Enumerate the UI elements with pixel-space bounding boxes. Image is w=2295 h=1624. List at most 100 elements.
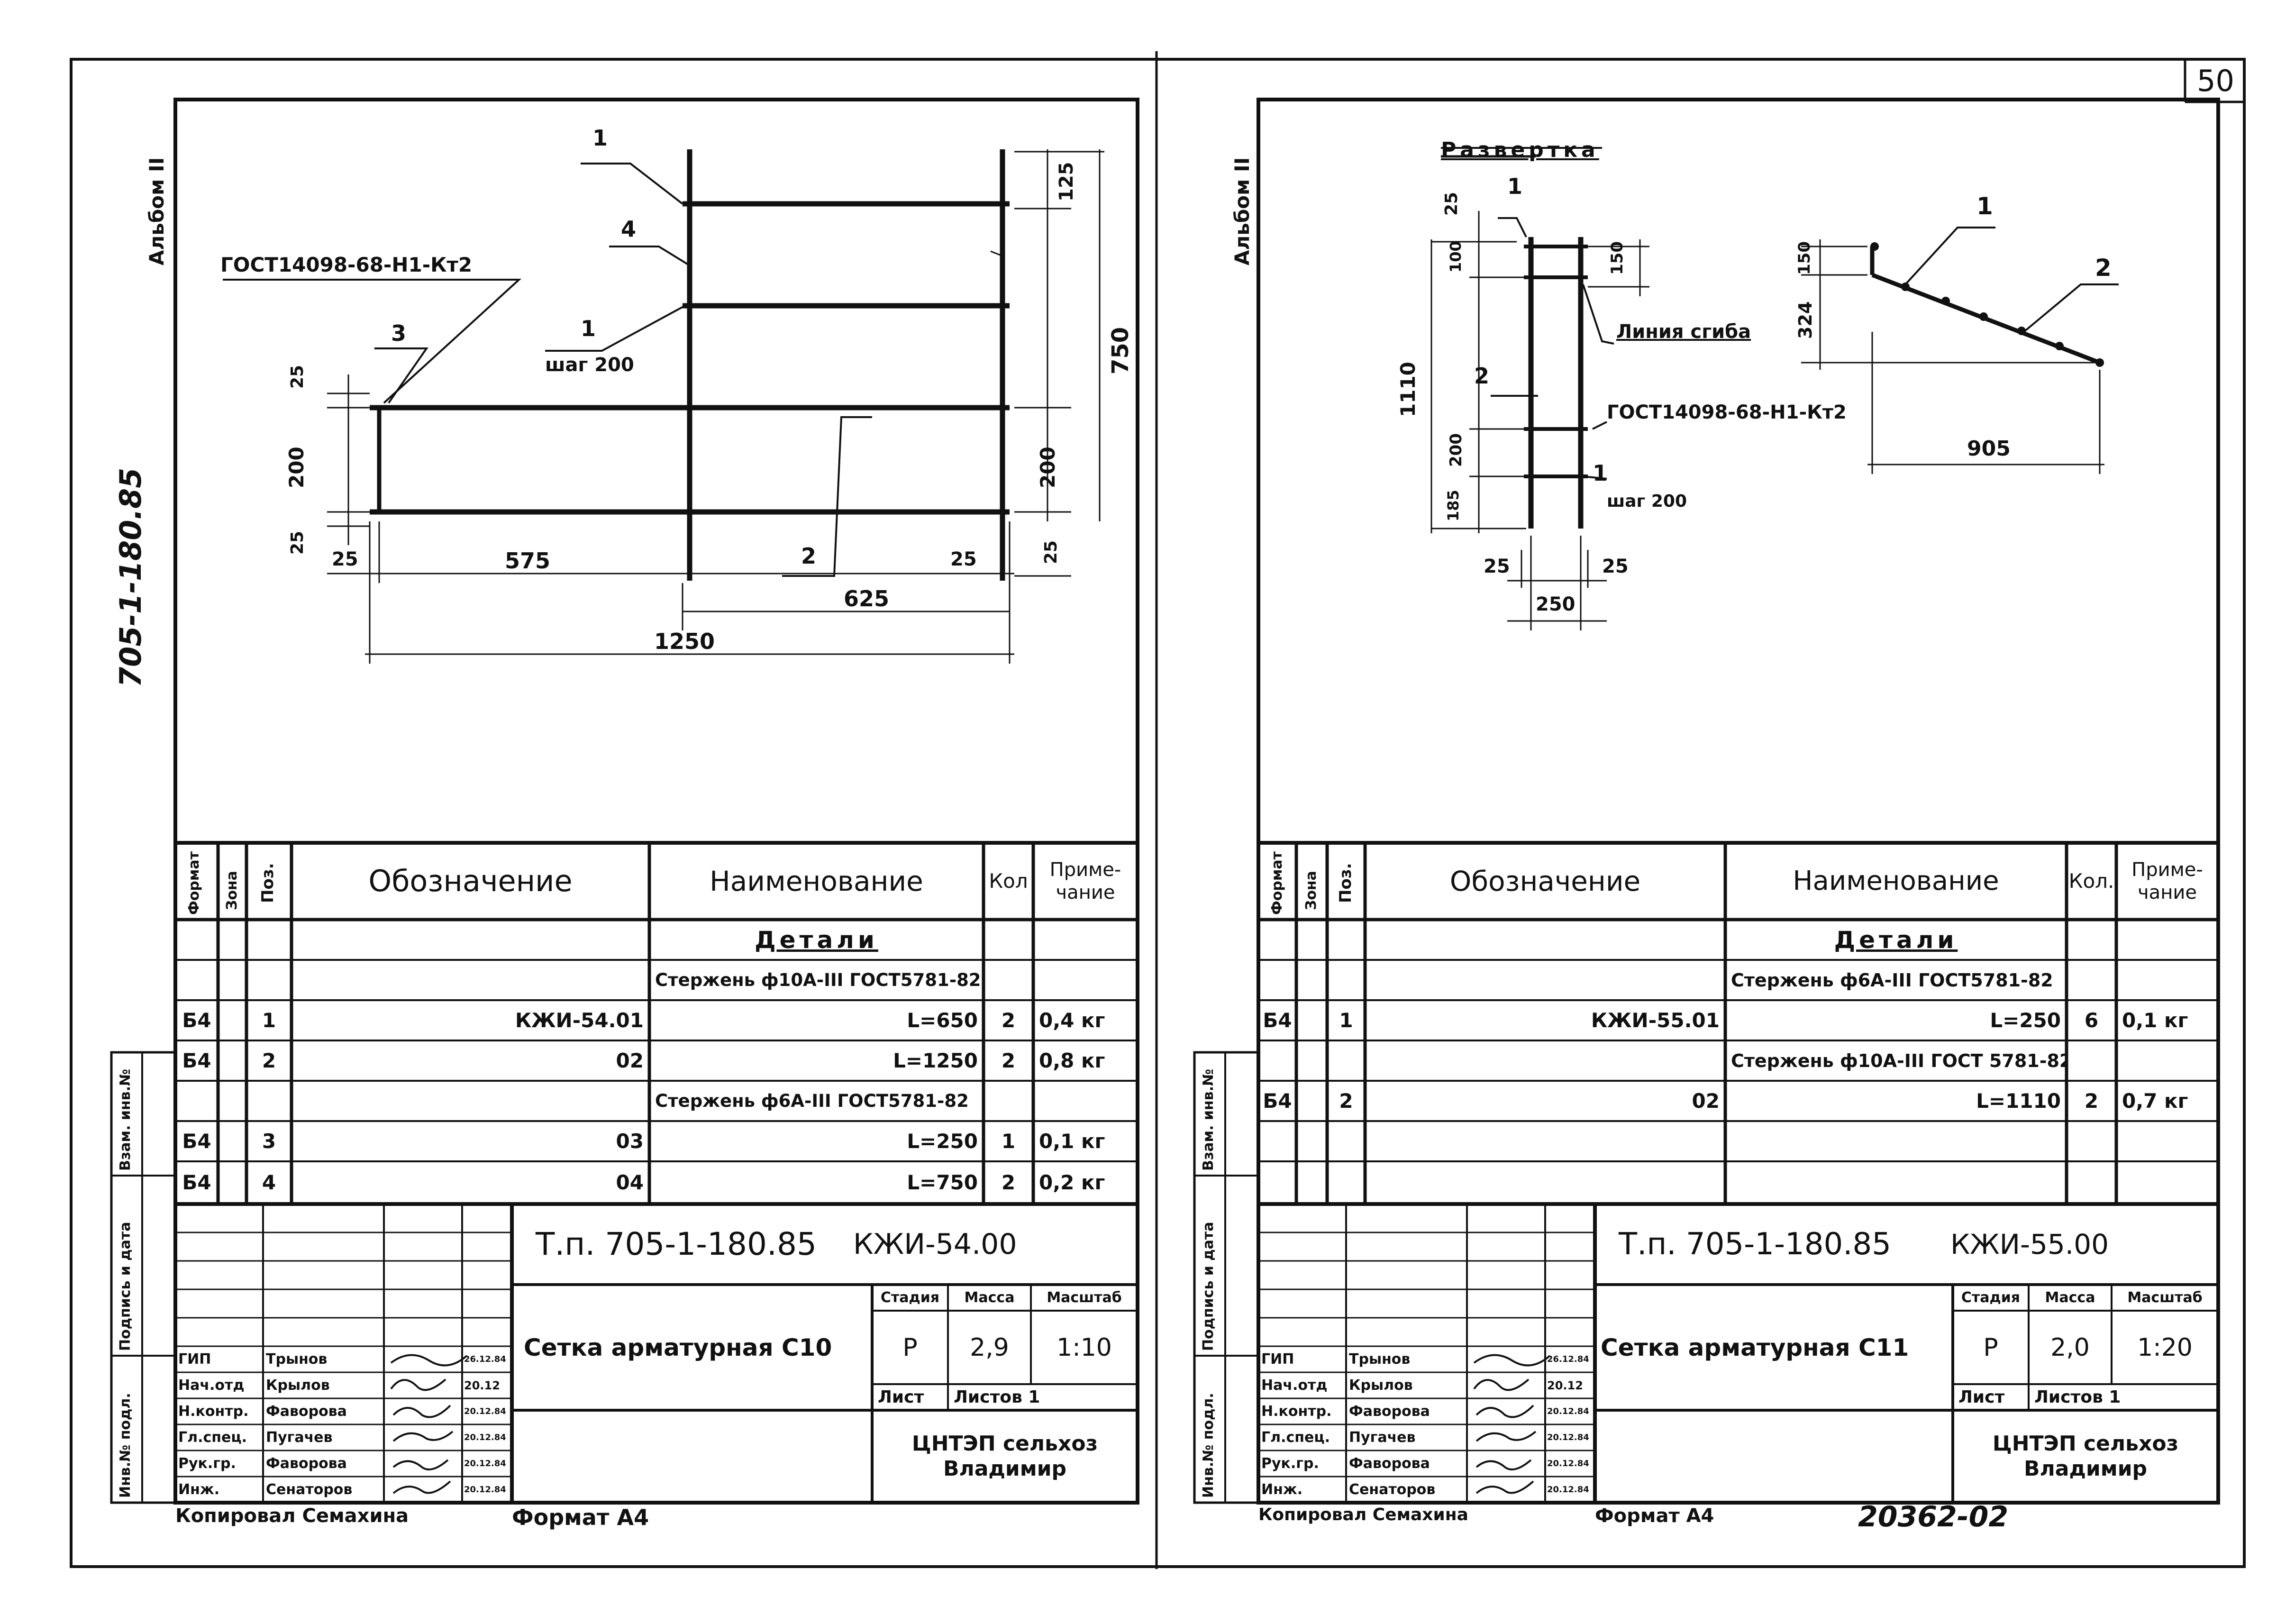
- left-signer-3-name: Фаворова: [266, 1403, 347, 1420]
- right-section-details: Детали: [1834, 926, 1958, 954]
- left-pos-3: 3: [391, 320, 407, 346]
- right-header-format: Формат: [1269, 851, 1285, 915]
- right-tb-mass: 2,0: [2050, 1333, 2090, 1362]
- right-tb-sheet-label: Лист: [1958, 1387, 2005, 1407]
- right-signer-1-date: 26.12.84: [1547, 1354, 1589, 1364]
- right-row-4-name: L=1110: [1976, 1089, 2061, 1113]
- right-row-2-name: L=250: [1990, 1008, 2061, 1032]
- right-row-4-pos: 2: [1339, 1089, 1353, 1113]
- left-header-qty: Кол: [989, 869, 1028, 893]
- left-tb-title: Сетка арматурная С10: [524, 1333, 832, 1361]
- left-row-5-qty: 1: [1001, 1129, 1016, 1153]
- right-pos-1-top: 1: [1507, 173, 1523, 199]
- left-signer-3-date: 20.12.84: [464, 1406, 506, 1416]
- left-signer-3-role: Н.контр.: [178, 1403, 249, 1420]
- left-row-5-name: L=250: [907, 1129, 978, 1153]
- right-side-label-replace: Взам. инв.№: [1200, 1068, 1217, 1171]
- left-signer-2-date: 20.12: [464, 1378, 500, 1392]
- right-row-3-name: Стержень ф10А-III ГОСТ 5781-82: [1731, 1050, 2067, 1071]
- right-pos-1-bent: 1: [1976, 192, 1993, 220]
- right-signer-1-role: ГИП: [1261, 1350, 1294, 1368]
- right-header-qty: Кол.: [2068, 869, 2114, 893]
- left-gost-label: ГОСТ14098-68-Н1-Кт2: [220, 253, 473, 276]
- right-signer-4-date: 20.12.84: [1547, 1432, 1589, 1442]
- left-row-3-pos: 2: [262, 1049, 276, 1072]
- right-header-zone: Зона: [1303, 871, 1320, 910]
- right-signer-2-date: 20.12: [1547, 1378, 1583, 1392]
- right-tb-project: Т.п. 705-1-180.85: [1619, 1227, 1891, 1262]
- right-footer-copied: Копировал Семахина: [1258, 1505, 1468, 1524]
- right-signer-2-role: Нач.отд: [1261, 1377, 1328, 1394]
- left-tb-project: Т.п. 705-1-180.85: [536, 1226, 817, 1262]
- left-footer-copied: Копировал Семахина: [175, 1505, 409, 1527]
- right-side-label-sign: Подпись и дата: [1200, 1222, 1217, 1351]
- right-tb-code: КЖИ-55.00: [1950, 1228, 2109, 1260]
- left-row-5-note: 0,1 кг: [1039, 1129, 1105, 1153]
- right-side-label-inv: Инв.№ подл.: [1200, 1393, 1217, 1498]
- right-signer-3-date: 20.12.84: [1547, 1406, 1589, 1416]
- right-dim-1110: 1110: [1396, 362, 1420, 417]
- left-section-details: Детали: [755, 926, 878, 954]
- right-bend-line-label: Линия сгиба: [1616, 321, 1751, 343]
- right-dim-150-bent: 150: [1795, 241, 1814, 275]
- left-row-6-note: 0,2 кг: [1039, 1171, 1105, 1194]
- left-dim-575: 575: [505, 548, 551, 574]
- right-tb-title: Сетка арматурная С11: [1601, 1333, 1909, 1361]
- left-tb-scale: 1:10: [1056, 1333, 1112, 1362]
- left-pos-1-top: 1: [592, 125, 608, 151]
- right-album-label: Альбом II: [1230, 157, 1254, 265]
- left-side-label-inv: Инв.№ подл.: [117, 1393, 134, 1498]
- left-row-6-pos: 4: [262, 1171, 276, 1194]
- left-row-3-qty: 2: [1001, 1049, 1016, 1072]
- left-header-format: Формат: [186, 851, 202, 915]
- left-dim-750: 750: [1107, 327, 1134, 374]
- left-side-label-replace: Взам. инв.№: [117, 1068, 134, 1171]
- left-tb-sheets-label: Листов 1: [954, 1387, 1040, 1407]
- right-dim-150: 150: [1608, 241, 1627, 275]
- left-row-6-qty: 2: [1001, 1171, 1016, 1194]
- right-row-2-format: Б4: [1263, 1008, 1292, 1032]
- left-row-3-designation: 02: [616, 1049, 644, 1072]
- right-tb-stage-label: Стадия: [1961, 1289, 2021, 1306]
- right-dim-324: 324: [1795, 301, 1816, 339]
- left-row-2-note: 0,4 кг: [1039, 1008, 1105, 1032]
- right-row-2-pos: 1: [1339, 1008, 1353, 1032]
- right-signer-6-date: 20.12.84: [1547, 1484, 1589, 1495]
- right-signer-4-role: Гл.спец.: [1261, 1429, 1330, 1446]
- right-row-4-note: 0,7 кг: [2122, 1089, 2188, 1113]
- left-tb-scale-label: Масштаб: [1047, 1289, 1122, 1306]
- left-pos-4: 4: [621, 216, 637, 242]
- right-dim-250: 250: [1536, 593, 1576, 615]
- left-signer-5-date: 20.12.84: [464, 1458, 506, 1469]
- left-tb-mass: 2,9: [970, 1333, 1009, 1362]
- left-row-5-format: Б4: [182, 1129, 211, 1153]
- right-signer-3-name: Фаворова: [1349, 1403, 1430, 1420]
- left-signer-5-role: Рук.гр.: [178, 1455, 236, 1472]
- left-header-designation: Обозначение: [368, 864, 573, 898]
- left-mesh-drawing: [223, 149, 1104, 664]
- right-pos-1-bottom: 1: [1593, 460, 1608, 486]
- right-signer-5-date: 20.12.84: [1547, 1458, 1589, 1469]
- left-signer-6-role: Инж.: [178, 1481, 220, 1498]
- left-row-6-name: L=750: [907, 1171, 978, 1194]
- right-row-4-designation: 02: [1692, 1089, 1720, 1113]
- right-signer-1-name: Трынов: [1349, 1350, 1411, 1368]
- left-row-2-designation: КЖИ-54.01: [515, 1008, 644, 1032]
- left-signer-4-name: Пугачев: [266, 1429, 333, 1446]
- left-tb-stage-label: Стадия: [880, 1289, 940, 1306]
- right-tb-scale: 1:20: [2137, 1333, 2193, 1362]
- left-album-label: Альбом II: [145, 157, 168, 265]
- left-header-zone: Зона: [224, 871, 240, 910]
- right-header-pos: Поз.: [1336, 863, 1355, 903]
- right-pos-2-bent: 2: [2095, 254, 2112, 282]
- right-signer-6-name: Сенаторов: [1349, 1481, 1436, 1498]
- right-tb-stage: Р: [1983, 1333, 1998, 1362]
- left-dim-25-a: 25: [332, 548, 358, 570]
- left-header-name: Наименование: [710, 865, 923, 897]
- right-dim-200: 200: [1447, 433, 1466, 467]
- left-row-3-format: Б4: [182, 1049, 211, 1072]
- left-signer-2-role: Нач.отд: [178, 1377, 245, 1394]
- left-signer-6-date: 20.12.84: [464, 1484, 506, 1495]
